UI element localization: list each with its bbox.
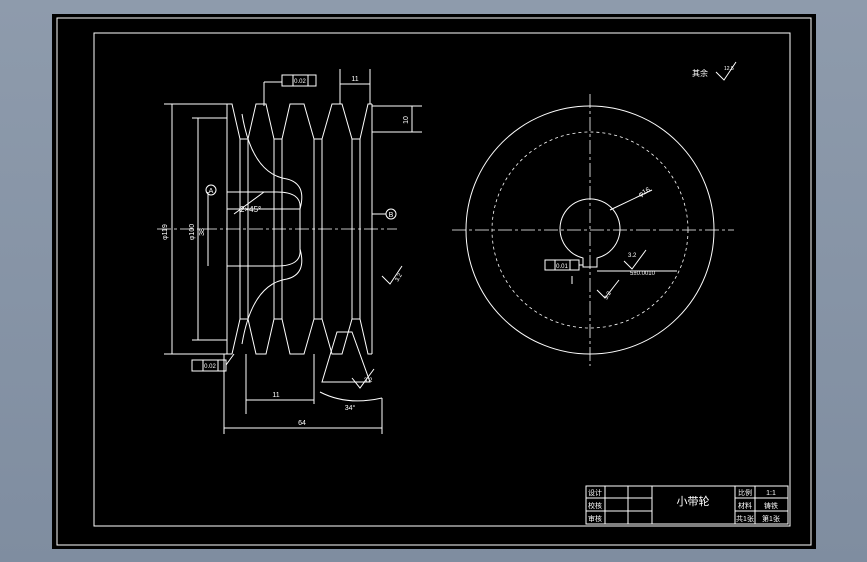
roughness-right-symbol: [381, 265, 403, 285]
fcf-top-frame: [281, 74, 317, 87]
fcf-bottom-frame: [191, 359, 227, 372]
keyway-fcf-value: 0.01: [556, 264, 568, 270]
groove-section-wedge: [321, 331, 371, 383]
datum-a-label: A: [209, 188, 214, 195]
keyway-roughness-symbol: [623, 249, 647, 270]
outer-border: [56, 17, 812, 546]
roughness-groove-value: 3.2: [364, 378, 373, 384]
bore-label: φ16: [638, 186, 652, 198]
pitch-circle: [491, 131, 689, 329]
datum-b-symbol: [385, 208, 397, 220]
top-groove-profile: [227, 103, 372, 140]
web-curve-top: [241, 113, 303, 210]
roughness-right-value: 3.2: [395, 272, 405, 283]
dim-groove-pitch: 11: [351, 76, 358, 83]
bore-leader: [609, 189, 653, 211]
dim-overall-dia: φ119: [162, 224, 169, 240]
datum-b-label: B: [389, 212, 394, 219]
dim-total-width: 64: [298, 420, 306, 427]
bottom-roughness-value: 3.2: [604, 290, 614, 301]
tb-part-name: 小带轮: [677, 494, 710, 508]
datum-a-symbol: [205, 184, 217, 196]
fcf-leader: [225, 353, 235, 366]
chamfer-label: 2×45°: [240, 205, 261, 214]
front-view: φ16 0.01 3.2 5±0.0010 3.2: [452, 94, 734, 366]
inner-border: [93, 32, 791, 527]
tb-checker-label: 校核: [588, 501, 602, 510]
side-section-view: φ119 φ100 38 A 2×45° 11 10 0.02: [157, 69, 422, 434]
bottom-groove-profile: [227, 318, 372, 355]
keyway-roughness-value: 3.2: [628, 253, 637, 259]
tb-material-value: 铸铁: [764, 501, 778, 510]
title-block: 设计 校核 审核 小带轮 比例 1:1 材料 铸铁 共1张 第1张: [585, 485, 789, 525]
outer-circle: [465, 105, 715, 355]
fcf-bottom-value: 0.02: [204, 364, 216, 370]
tb-material-label: 材料: [738, 501, 752, 510]
tb-reviewer-label: 审核: [588, 514, 602, 523]
general-roughness-symbol: [715, 61, 737, 81]
keyway-width-label: 5±0.0010: [630, 271, 656, 277]
tb-sheet-value: 第1张: [762, 514, 780, 523]
tb-scale-label: 比例: [738, 488, 752, 497]
chamfer-leader: [233, 191, 265, 215]
general-note-label: 其余: [692, 68, 708, 78]
dim-bore-dia: φ100: [189, 224, 196, 240]
technical-drawing: φ119 φ100 38 A 2×45° 11 10 0.02: [56, 17, 812, 546]
dim-hub-dia: 38: [199, 228, 206, 236]
dim-bottom-pitch: 11: [272, 392, 279, 399]
general-roughness-value: 12.5: [724, 66, 734, 72]
title-block-frame: [585, 485, 789, 525]
fcf-top-value: 0.02: [294, 79, 306, 85]
groove-angle-arc: [319, 391, 383, 402]
hub-bore-outline: [227, 191, 301, 267]
roughness-groove-symbol: [351, 368, 375, 389]
general-roughness-note: 其余 12.5: [692, 61, 737, 81]
groove-angle-label: 34°: [345, 404, 356, 412]
dim-top-right: 10: [403, 116, 410, 124]
bottom-roughness-symbol: [596, 279, 620, 299]
tb-designer-label: 设计: [588, 488, 602, 497]
web-curve-bottom: [241, 248, 303, 345]
drawing-sheet: φ119 φ100 38 A 2×45° 11 10 0.02: [52, 14, 816, 549]
tb-scale-value: 1:1: [766, 490, 776, 497]
tb-sheet-label: 共1张: [736, 514, 754, 523]
bore-with-keyway: [559, 198, 621, 268]
